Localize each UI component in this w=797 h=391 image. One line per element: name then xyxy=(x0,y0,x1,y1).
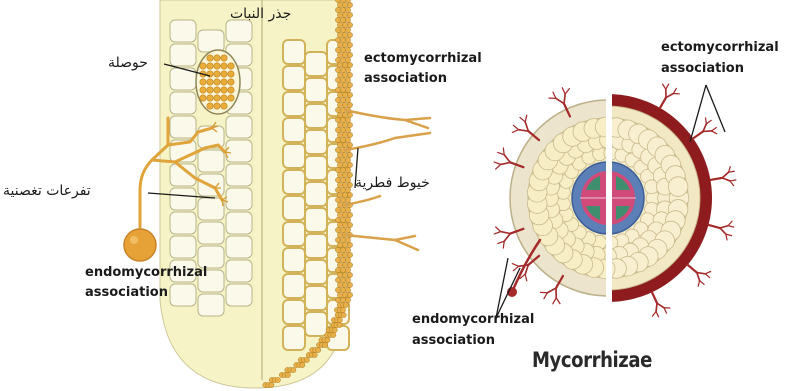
fungal-hyphae-label: خيوط فطرية xyxy=(355,175,430,191)
ecto-left-label-line1: ectomycorrhizal xyxy=(364,51,482,67)
spore xyxy=(124,229,156,261)
vesicle-cell xyxy=(196,50,240,114)
ecto-right-label-line1: ectomycorrhizal xyxy=(661,40,779,56)
endo-left-label-line2: association xyxy=(85,285,168,301)
ecto-left-label-line2: association xyxy=(364,71,447,87)
plant-root-label: جذر النبات xyxy=(230,6,291,22)
vesicle-label: حوصلة xyxy=(108,55,148,71)
ecto-right-label-line2: association xyxy=(661,61,744,77)
diagram-title: Mycorrhizae xyxy=(532,352,652,368)
arbuscules-label: تفرعات تغصنية xyxy=(3,183,91,199)
root-cross-section xyxy=(494,80,736,320)
half-divider xyxy=(606,80,612,320)
endo-right-label-line2: association xyxy=(412,333,495,349)
endo-left-label-line1: endomycorrhizal xyxy=(85,265,207,281)
endo-right-label-line1: endomycorrhizal xyxy=(412,312,534,328)
